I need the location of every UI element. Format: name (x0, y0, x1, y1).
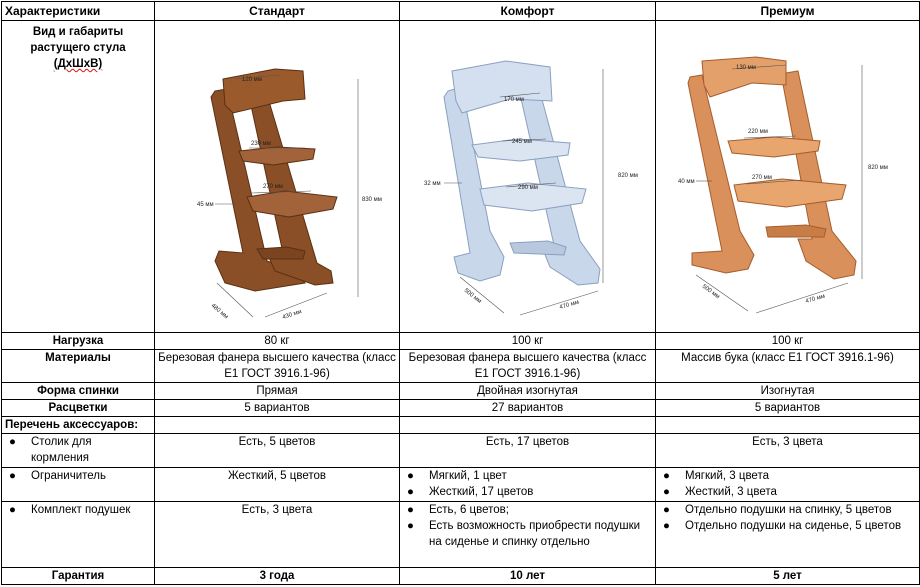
svg-text:290 мм: 290 мм (518, 185, 538, 191)
chair-seat (246, 190, 338, 218)
chair-side-left (443, 86, 505, 282)
header-row: Характеристики Стандарт Комфорт Премиум (1, 1, 920, 21)
chair-side-left (687, 74, 755, 274)
bullet-icon: ● (407, 520, 414, 532)
colors-row: Расцветки 5 вариантов 27 вариантов 5 вар… (1, 399, 920, 417)
limiter-row: ●Ограничитель Жесткий, 5 цветов ●Мягкий,… (1, 467, 920, 502)
svg-text:500 мм: 500 мм (701, 284, 721, 301)
svg-text:820 мм: 820 мм (618, 173, 638, 179)
bullet-icon: ● (9, 436, 16, 448)
chair-side-left (210, 88, 306, 292)
chair-shelf-top (238, 146, 316, 166)
back-shape-row: Форма спинки Прямая Двойная изогнутая Из… (1, 382, 920, 400)
bullet-icon: ● (663, 470, 670, 482)
svg-text:470 мм: 470 мм (805, 294, 826, 305)
bullet-icon: ● (663, 504, 670, 516)
bullet-icon: ● (663, 486, 670, 498)
chair-shelf-top (471, 138, 571, 162)
svg-text:270 мм: 270 мм (263, 184, 283, 190)
image-row-label: Вид и габариты растущего стула (ДхШхВ) (1, 20, 155, 333)
premium-chair-image: 130 мм 220 мм 270 мм 40 мм 820 мм 500 мм… (655, 20, 920, 333)
bullet-icon: ● (407, 486, 414, 498)
comfort-chair-image: 170 мм 245 мм 290 мм 32 мм 820 мм 500 мм… (399, 20, 656, 333)
chair-back (222, 68, 306, 114)
bullet-icon: ● (407, 470, 414, 482)
chair-side-right (781, 70, 857, 280)
svg-text:470 мм: 470 мм (559, 300, 580, 311)
chair-seat (479, 182, 587, 212)
svg-text:40 мм: 40 мм (678, 179, 695, 185)
image-row: Вид и габариты растущего стула (ДхШхВ) (1, 20, 920, 333)
dims-label: (ДхШхВ) (53, 58, 103, 70)
chair-back (451, 60, 553, 114)
svg-text:220 мм: 220 мм (748, 129, 768, 135)
header-comfort: Комфорт (399, 1, 656, 21)
svg-text:500 мм: 500 мм (463, 288, 482, 305)
svg-text:32 мм: 32 мм (424, 181, 441, 187)
accessories-row: Перечень аксессуаров: (1, 416, 920, 434)
chair-seat (733, 178, 847, 208)
svg-text:820 мм: 820 мм (868, 165, 888, 171)
bullet-icon: ● (9, 470, 16, 482)
chair-back (701, 56, 787, 98)
materials-row: Материалы Березовая фанера высшего качес… (1, 349, 920, 383)
svg-text:230 мм: 230 мм (251, 141, 271, 147)
bullet-icon: ● (407, 504, 414, 516)
standard-chair-image: 120 мм 230 мм 270 мм 45 мм 830 мм 480 мм… (154, 20, 400, 333)
pillows-row: ●Комплект подушек Есть, 3 цвета ●Есть, 6… (1, 501, 920, 568)
svg-text:45 мм: 45 мм (197, 202, 214, 208)
svg-text:170 мм: 170 мм (504, 97, 524, 103)
feeding-table-row: ●Столик для кормления Есть, 5 цветов Ест… (1, 433, 920, 468)
bullet-icon: ● (663, 520, 670, 532)
header-characteristics: Характеристики (1, 1, 155, 21)
load-row: Нагрузка 80 кг 100 кг 100 кг (1, 332, 920, 350)
warranty-row: Гарантия 3 года 10 лет 5 лет (1, 567, 920, 585)
svg-text:120 мм: 120 мм (242, 77, 262, 83)
svg-text:480 мм: 480 мм (210, 303, 229, 320)
header-premium: Премиум (655, 1, 920, 21)
bullet-icon: ● (9, 504, 16, 516)
svg-text:830 мм: 830 мм (362, 197, 382, 203)
svg-text:430 мм: 430 мм (282, 309, 303, 321)
svg-text:130 мм: 130 мм (736, 65, 756, 71)
svg-text:270 мм: 270 мм (752, 175, 772, 181)
header-standard: Стандарт (154, 1, 400, 21)
svg-text:245 мм: 245 мм (512, 139, 532, 145)
